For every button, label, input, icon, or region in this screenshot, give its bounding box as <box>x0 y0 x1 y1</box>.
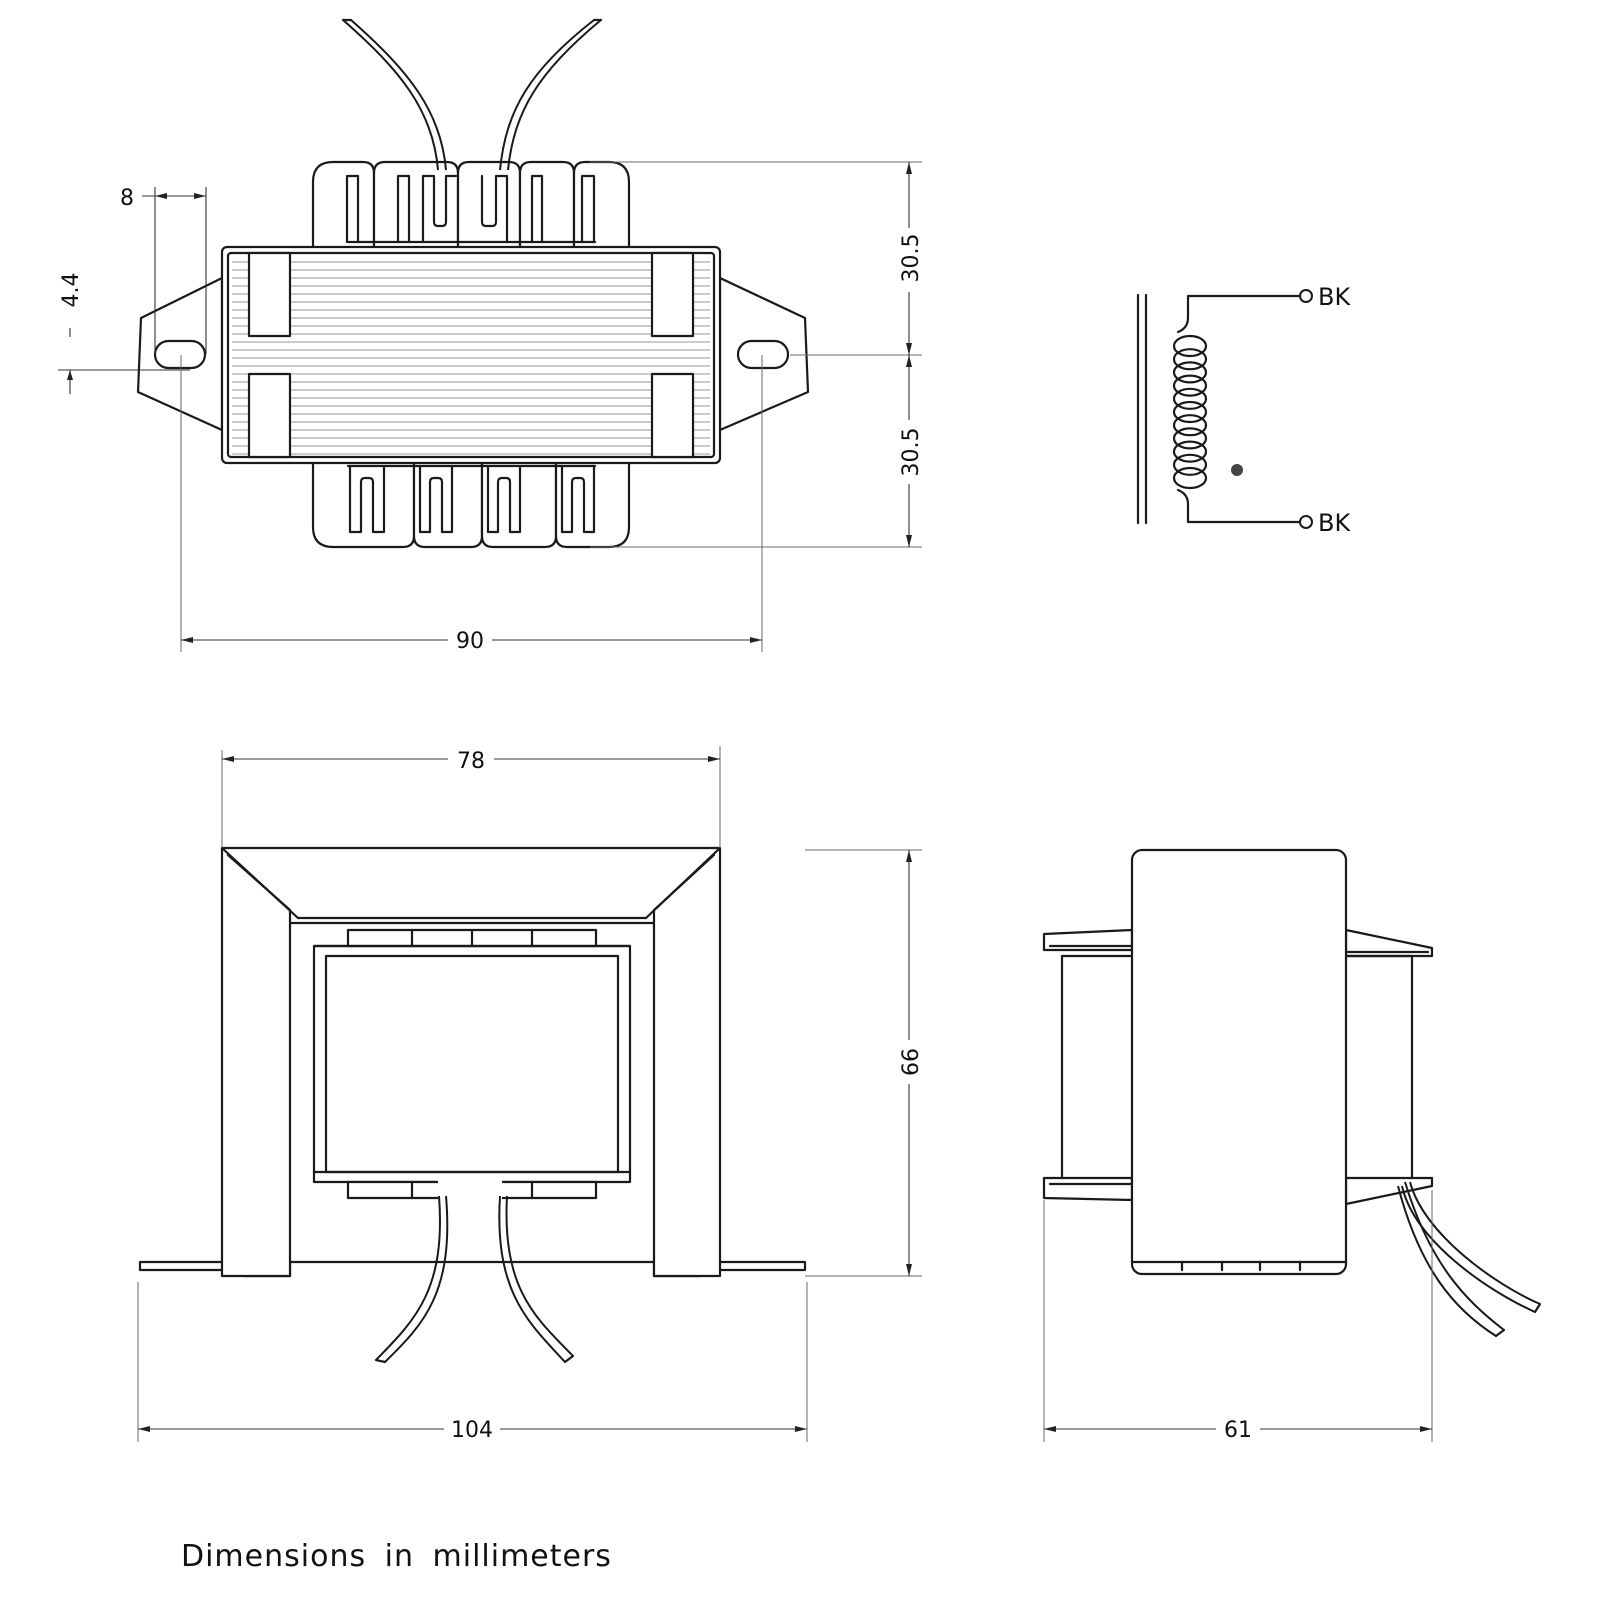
coil-turn <box>1172 453 1208 476</box>
inductor-coil <box>1172 334 1208 490</box>
terminal-top <box>1299 289 1313 303</box>
coil-turn <box>1172 387 1208 410</box>
terminal-bottom-label: BK <box>1318 509 1351 537</box>
coil-turn <box>1172 374 1208 397</box>
dim-label-lower-half: 30.5 <box>899 428 924 477</box>
dim-label-frame-width: 78 <box>457 749 485 774</box>
coil-turn <box>1172 334 1208 358</box>
dim-height: 66 <box>805 849 924 1277</box>
lead-wires-side <box>1397 1181 1542 1338</box>
dim-depth: 61 <box>1043 1190 1433 1443</box>
bobbin-front <box>312 944 632 1184</box>
dim-half-heights: 30.5 30.5 <box>590 161 924 548</box>
dim-label-slot-height: 4.4 <box>59 273 84 308</box>
polarity-dot <box>1231 464 1243 476</box>
dim-slot-width: 8 <box>120 186 207 354</box>
lead-wires-top <box>341 18 603 171</box>
dim-label-slot-width: 8 <box>120 186 134 211</box>
lamination-hatch <box>232 261 710 455</box>
dim-label-overall-width: 104 <box>451 1418 493 1443</box>
coil-turn <box>1172 427 1208 450</box>
core-clamp-bottom-right <box>650 372 695 459</box>
core-clamp-top-right <box>650 251 695 338</box>
top-view: 8 4.4 30.5 30.5 <box>58 18 924 654</box>
lower-bobbin <box>311 458 631 549</box>
left-mounting-slot <box>153 339 207 370</box>
side-core-body <box>1130 848 1348 1276</box>
side-view: 61 <box>1042 848 1542 1443</box>
dim-hole-spacing: 90 <box>180 355 763 654</box>
schematic-symbol: BK BK <box>1136 283 1351 537</box>
dim-slot-height: 4.4 <box>58 273 190 394</box>
coil-turn <box>1172 361 1208 384</box>
core-clamp-top-left <box>247 251 292 338</box>
dim-label-height: 66 <box>899 1048 924 1076</box>
coil-turn <box>1172 348 1208 371</box>
right-mounting-slot <box>736 339 790 370</box>
terminal-top-label: BK <box>1318 283 1351 311</box>
upper-bobbin <box>311 160 631 252</box>
dim-label-upper-half: 30.5 <box>899 234 924 283</box>
coil-turn <box>1172 400 1208 424</box>
dim-label-hole-spacing: 90 <box>456 629 484 654</box>
coil-turn <box>1172 414 1208 437</box>
lead-wires-front <box>374 1195 575 1364</box>
dim-frame-width: 78 <box>221 745 721 848</box>
coil-turn <box>1172 466 1208 490</box>
dim-label-depth: 61 <box>1224 1418 1252 1443</box>
core-clamp-bottom-left <box>247 372 292 459</box>
units-note: Dimensions in millimeters <box>181 1539 612 1574</box>
coil-turn <box>1172 440 1208 463</box>
front-view: 78 66 104 <box>137 745 924 1443</box>
core-laminations <box>220 245 722 465</box>
terminal-bottom <box>1299 515 1313 529</box>
dim-overall-width: 104 <box>137 1282 808 1443</box>
